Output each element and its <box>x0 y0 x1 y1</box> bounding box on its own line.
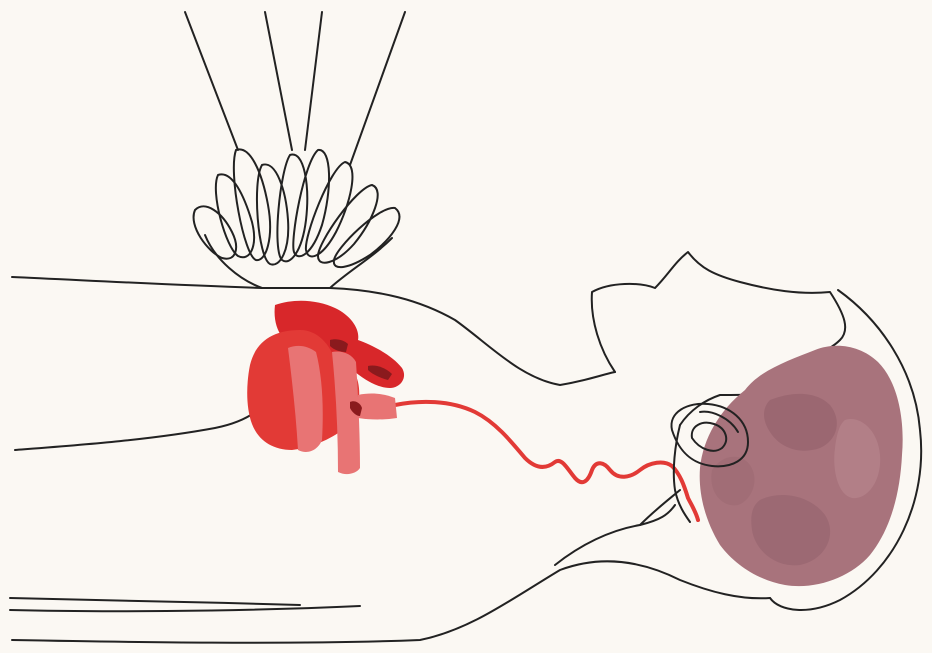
heart <box>247 301 404 474</box>
neck-back-line <box>555 505 675 565</box>
patient-body <box>10 277 770 643</box>
rescuer-arms <box>185 12 405 165</box>
brain <box>700 346 903 586</box>
left-arm-outer <box>185 12 238 150</box>
back-upper-line <box>15 410 258 450</box>
back-lower-line-2 <box>10 606 360 611</box>
rescuer-hands <box>194 149 400 288</box>
left-arm-inner <box>265 12 292 150</box>
right-arm-inner <box>305 12 322 150</box>
carotid-artery <box>395 402 698 520</box>
finger-3 <box>234 149 270 260</box>
right-arm-outer <box>350 12 405 165</box>
shoulder-line <box>12 561 770 642</box>
vessel-branch <box>358 394 397 420</box>
palm-base <box>205 235 392 288</box>
back-lower-line <box>10 598 300 605</box>
